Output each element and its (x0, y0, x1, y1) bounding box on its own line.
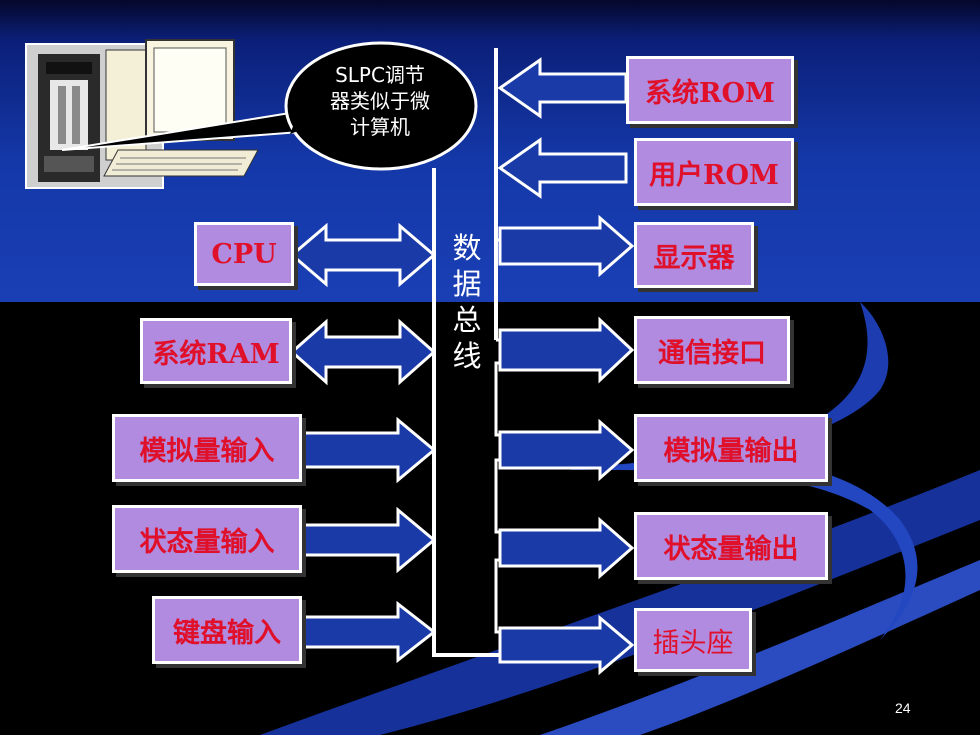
bus-label-char-3: 总 (452, 303, 482, 337)
keyboard-input-box: 键盘输入 (152, 596, 302, 664)
display-box: 显示器 (634, 222, 754, 288)
analog-input-box: 模拟量输入 (112, 414, 302, 482)
analog-output-box: 模拟量输出 (634, 414, 828, 482)
bubble-line-2: 器类似于微 (330, 89, 430, 113)
arrow-display (498, 214, 635, 278)
bubble-line-3: 计算机 (350, 115, 410, 139)
cpu-box: CPU (194, 222, 294, 286)
user-rom-box: 用户ROM (634, 138, 794, 206)
state-output-box: 状态量输出 (634, 512, 828, 580)
page-number: 24 (895, 700, 911, 716)
bubble-line-1: SLPC调节 (335, 63, 425, 87)
comm-interface-box: 通信接口 (634, 316, 790, 384)
state-input-box: 状态量输入 (112, 505, 302, 573)
bus-label-char-4: 线 (452, 339, 482, 373)
system-ram-box: 系统RAM (140, 318, 292, 384)
bus-label-char-2: 据 (452, 267, 482, 301)
bus-label: 数 据 总 线 (449, 230, 485, 374)
socket-box: 插头座 (634, 608, 752, 672)
bus-label-char-1: 数 (452, 231, 482, 265)
bubble-text: SLPC调节 器类似于微 计算机 (290, 62, 470, 140)
system-rom-box: 系统ROM (626, 56, 794, 124)
